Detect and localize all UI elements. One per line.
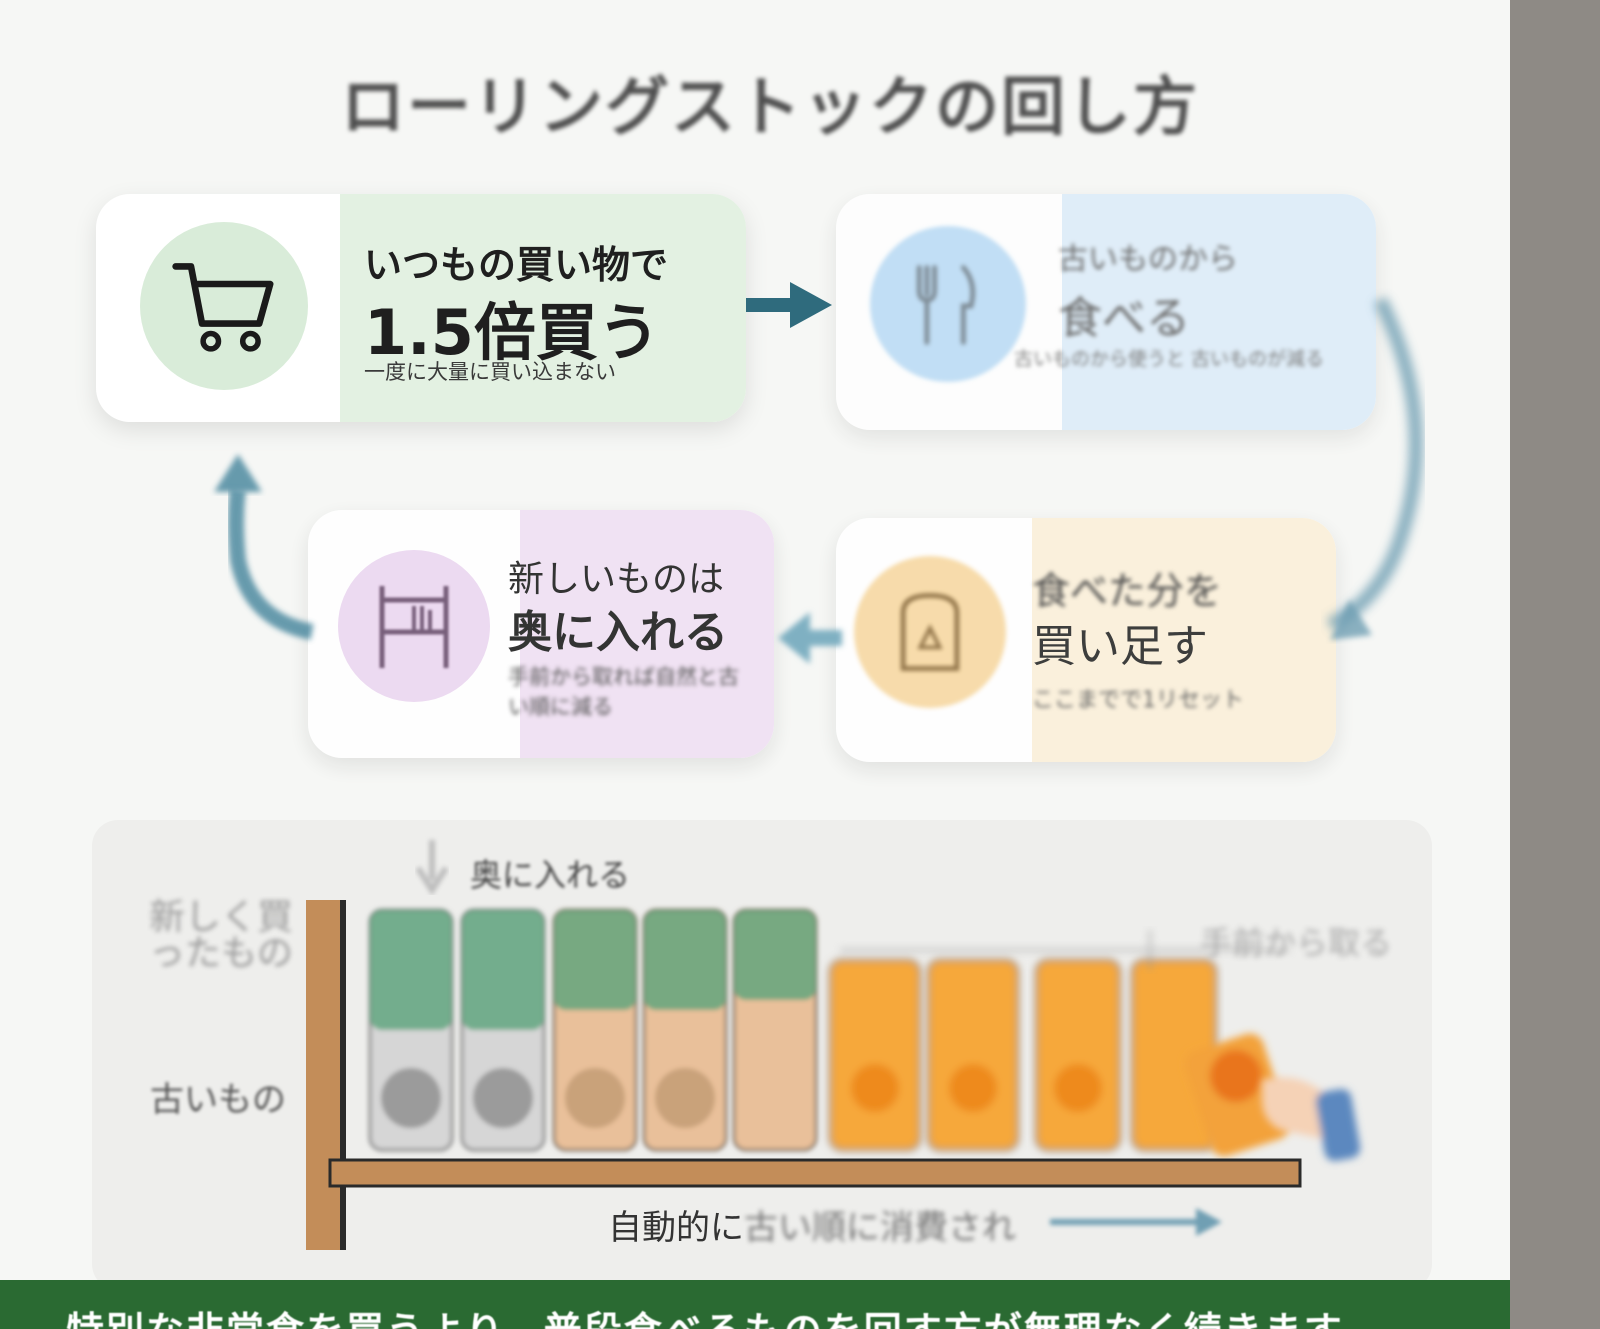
infographic-page: ローリングストックの回し方 いつもの買い物で 1.5倍買う 一度に大量に買い込ま… [0,0,1510,1329]
card-emphasis: 奥に入れる [508,607,728,658]
card-note: 一度に大量に買い込まない [364,360,616,384]
card-tint [1032,518,1336,762]
shelf-illustration [306,840,1361,1250]
shopping-cart-icon [172,263,274,352]
card-store: 新しいものは 奥に入れる 手前から取れば自然と古い順に減る [308,510,774,758]
arrow-buy-to-eat [746,282,832,328]
arrow-right-icon [1050,1208,1222,1236]
cycle-arrows [214,282,1423,664]
card-refill: 食べた分を 買い足す ここまでで1リセット [836,518,1336,762]
icon-circle [338,550,490,702]
can-taken [1184,1033,1290,1157]
shopping-bag-icon [900,593,960,671]
card-eat: 古いものから 食べる 古いものから使うと 古いものが減る [836,194,1376,430]
card-tint [520,510,774,758]
arrow-eat-to-refill-head [1330,600,1372,640]
arrow-store-to-buy-head [214,454,262,492]
footer-banner: 特別な非常食を買うより、普段食べるものを回す方が無理なく続きます [0,1280,1510,1329]
hand-icon [1262,1077,1361,1162]
icon-circle [854,556,1006,708]
card-heading: 食べた分を [1032,569,1223,613]
shelf-icon [379,586,449,668]
arrow-refill-to-store [778,612,842,664]
label-newly-bought: 新しく買ったもの [148,897,293,974]
arrow-store-to-buy [228,488,314,640]
right-margin-panel [1510,0,1600,1329]
card-tint [1062,194,1376,430]
card-heading: いつもの買い物で [364,243,669,287]
arrow-eat-to-refill [1326,296,1423,632]
label-put-in-back: 奥に入れる [470,856,631,894]
can-mid-tan [732,908,818,1152]
shelf-wall [306,900,346,1250]
card-heading: 古いものから [1058,242,1238,277]
label-take-from-front: 手前から取る [1200,924,1393,962]
label-auto-rotation: 自動的に古い順に消費され [608,1200,1016,1249]
card-note: 手前から取れば自然と古い順に減る [508,665,739,719]
can-old-gray [460,908,546,1152]
fork-knife-icon [916,265,976,345]
footer-banner-text: 特別な非常食を買うより、普段食べるものを回す方が無理なく続きます [66,1300,1344,1329]
card-heading: 新しいものは [508,559,725,600]
card-emphasis: 買い足す [1032,621,1208,672]
label-auto-clear: 自動的に [608,1208,744,1248]
label-old-items: 古いもの [150,1080,286,1120]
arrow-down-icon [415,840,449,896]
can-mid-tan [642,908,728,1152]
card-emphasis: 1.5倍買う [364,296,660,369]
page-title: ローリングストックの回し方 [341,71,1199,145]
icon-circle [140,222,308,390]
label-auto-blur: 古い順に消費され [744,1208,1016,1248]
shelf-board [328,1158,1302,1188]
can-new-orange [1034,958,1122,1152]
card-note: ここまでで1リセット [1032,688,1244,713]
card-note: 古いものから使うと 古いものが減る [1014,348,1325,370]
icon-circle [870,226,1026,382]
can-old-gray [368,908,454,1152]
card-emphasis: 食べる [1058,293,1190,344]
card-tint [340,194,746,422]
can-new-orange [926,958,1020,1152]
card-buy: いつもの買い物で 1.5倍買う 一度に大量に買い込まない [96,194,746,422]
can-new-orange [828,958,922,1152]
can-mid-tan [552,908,638,1152]
